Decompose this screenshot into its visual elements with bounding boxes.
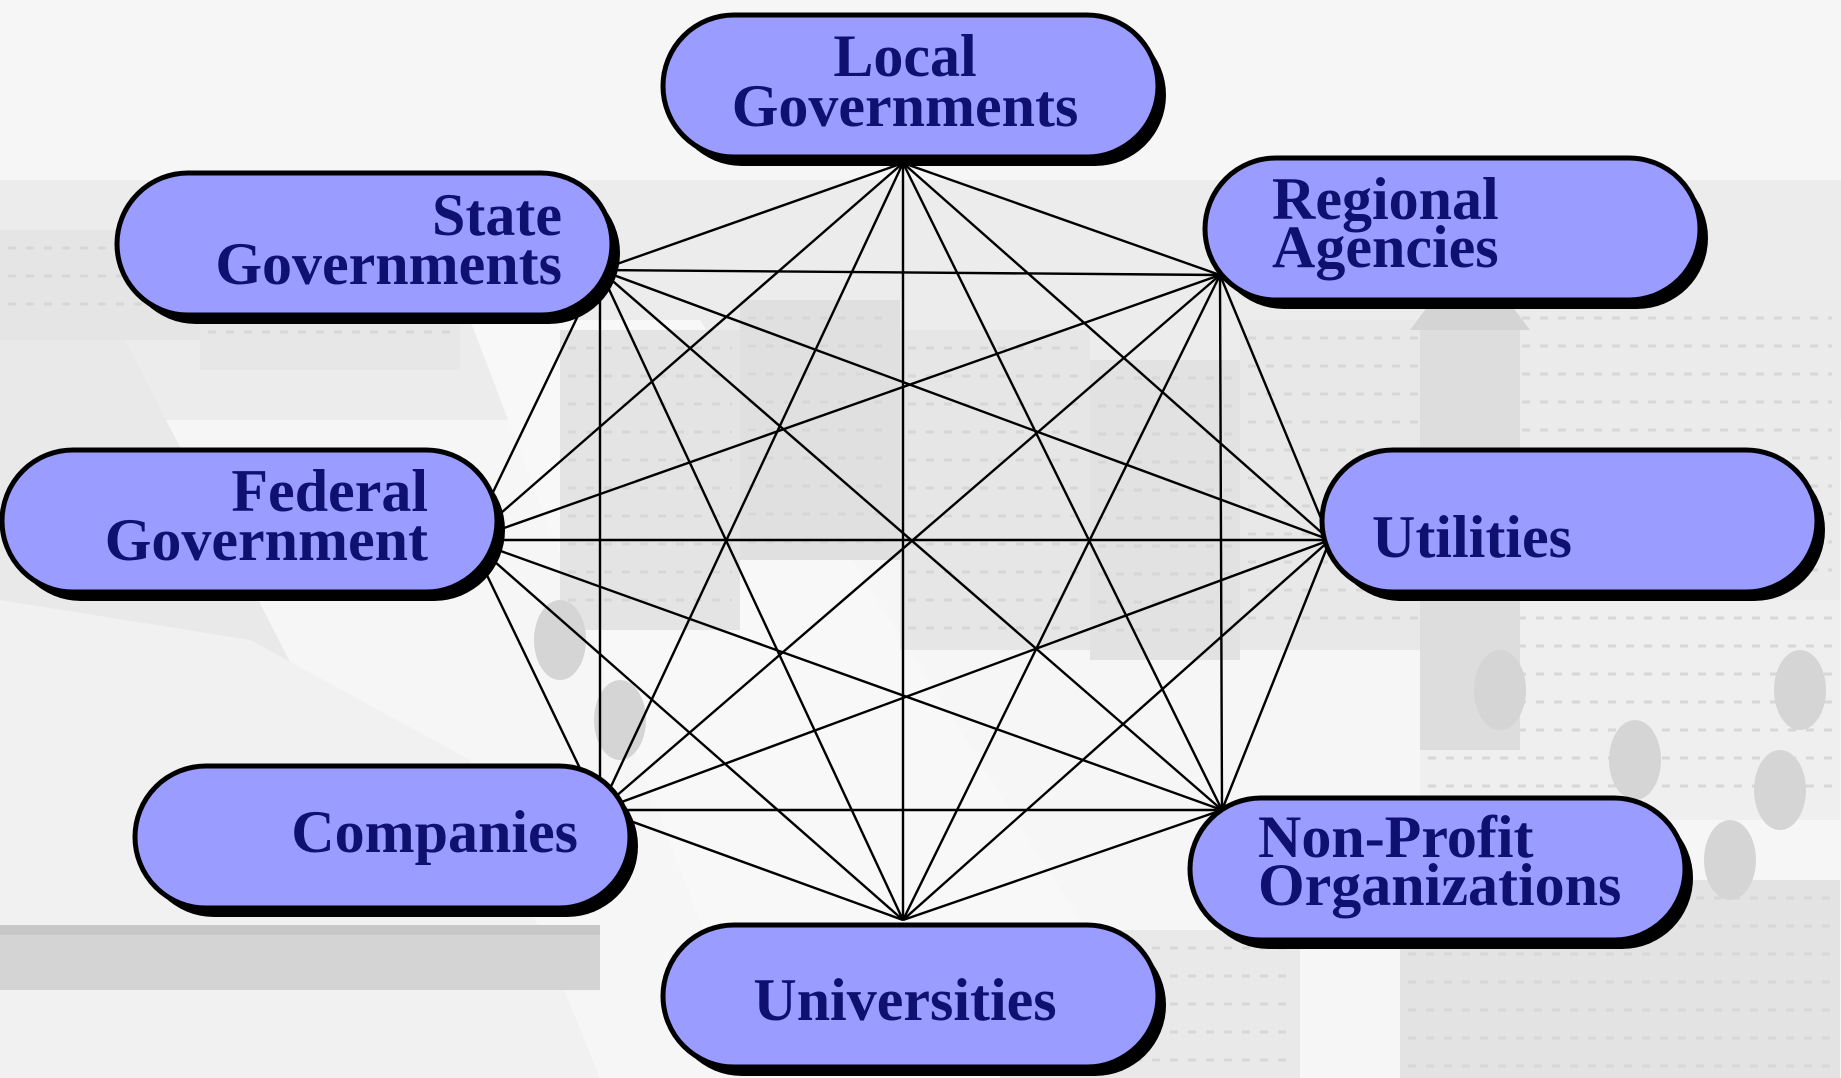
tree	[534, 600, 586, 680]
node-pill	[132, 763, 633, 911]
edge-utilities-state	[599, 268, 1331, 542]
node-label-line: State	[432, 182, 562, 248]
node-pill	[1202, 155, 1703, 303]
node-label-line: Governments	[732, 73, 1079, 139]
node-pill	[1187, 795, 1688, 943]
node-label-line: Government	[105, 507, 428, 573]
node-label-line: Universities	[753, 967, 1056, 1033]
node-companies: Companies	[132, 763, 638, 917]
node-label-line: Non-Profit	[1258, 804, 1534, 870]
node-pill	[114, 170, 615, 318]
edge-local-companies	[598, 162, 905, 811]
edge-regional-state	[599, 268, 1221, 277]
bridge-railing	[0, 925, 600, 935]
bridge	[0, 935, 600, 990]
node-label-line: Organizations	[1258, 852, 1621, 918]
node-pill	[660, 922, 1161, 1070]
node-label-line: Local	[833, 23, 976, 89]
node-label-line: Utilities	[1372, 504, 1572, 570]
edge-local-state	[599, 161, 904, 272]
edge-regional-universities	[901, 274, 1222, 921]
node-pill	[0, 447, 500, 595]
edge-regional-nonprofit	[1218, 274, 1224, 811]
tree	[1474, 650, 1526, 730]
edge-nonprofit-state	[599, 269, 1223, 811]
edge-universities-federal	[469, 539, 904, 921]
edge-nonprofit-federal	[469, 538, 1223, 812]
node-utilities: Utilities	[1319, 447, 1825, 601]
tree	[1774, 650, 1826, 730]
edge-utilities-nonprofit	[1220, 539, 1332, 811]
edge-universities-companies	[599, 808, 904, 922]
tree	[1704, 820, 1756, 900]
edge-local-regional	[902, 161, 1221, 277]
edge-local-utilities	[902, 162, 1331, 541]
edge-universities-state	[598, 269, 905, 921]
edge-regional-federal	[469, 273, 1221, 542]
tree	[1754, 750, 1806, 830]
edge-utilities-companies	[599, 538, 1331, 812]
edge-regional-utilities	[1218, 274, 1332, 541]
building-3	[900, 330, 1090, 650]
node-universities: Universities	[660, 922, 1166, 1076]
edge-companies-federal	[468, 539, 602, 811]
tree	[1609, 720, 1661, 800]
node-pill	[660, 12, 1161, 160]
node-pill	[1319, 447, 1820, 595]
building-4	[1090, 360, 1240, 660]
node-label-line: Regional	[1272, 166, 1499, 232]
node-label-line: Agencies	[1272, 214, 1499, 280]
node-label-line: Governments	[215, 231, 562, 297]
node-label-line: Companies	[291, 799, 578, 865]
edge-regional-companies	[599, 274, 1221, 811]
edge-nonprofit-universities	[902, 808, 1223, 922]
edge-local-nonprofit	[901, 162, 1224, 811]
edge-utilities-universities	[902, 539, 1331, 921]
node-label-line: Federal	[231, 458, 428, 524]
edge-local-federal	[469, 162, 904, 541]
